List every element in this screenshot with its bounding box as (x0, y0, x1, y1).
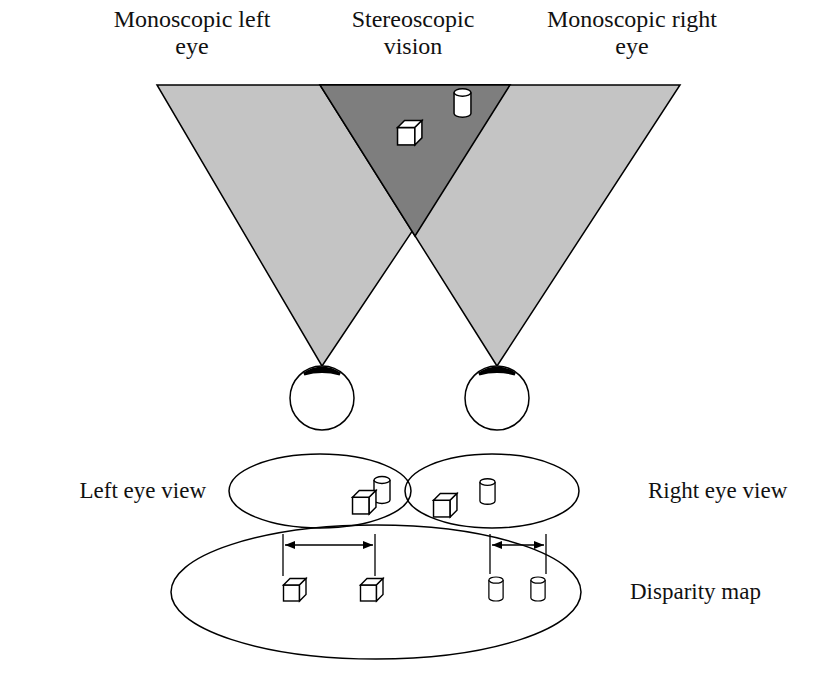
right-eye (465, 366, 529, 430)
right-eye-view: Right eye view (404, 453, 580, 529)
cube-object (353, 491, 376, 514)
view-label: Disparity map (630, 579, 761, 604)
ellipse-outline (405, 454, 579, 528)
cube-object (434, 494, 457, 517)
left-eye (290, 366, 354, 430)
left-eye-view: Left eye view (228, 453, 412, 529)
cube-object (284, 579, 307, 602)
disparity-map: Disparity map (170, 524, 582, 660)
view-label: Left eye view (80, 478, 206, 503)
right-eye-field (320, 85, 680, 366)
stereo-overlap (320, 85, 510, 236)
ellipse-outline (228, 453, 412, 529)
ellipse-outline (170, 524, 582, 660)
cylinder-object (480, 479, 495, 505)
field-label: Stereoscopic vision (338, 6, 488, 60)
ellipse-outline (171, 525, 581, 659)
cube-object (398, 121, 422, 145)
cube-object (361, 579, 384, 602)
field-label: Monoscopic left eye (105, 6, 280, 60)
cylinder-object (489, 577, 503, 601)
field-label: Monoscopic right eye (545, 6, 720, 60)
cylinder-object (454, 89, 471, 118)
view-label: Right eye view (648, 478, 787, 503)
ellipse-outline (229, 454, 411, 528)
cylinder-object (531, 577, 545, 601)
ellipse-outline (404, 453, 580, 529)
